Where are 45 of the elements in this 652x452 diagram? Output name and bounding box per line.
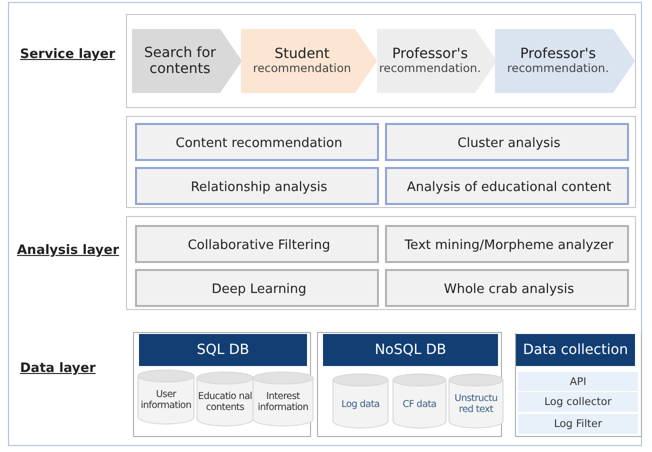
node-label: Analysis of educational content bbox=[406, 180, 612, 196]
layer-label: Data layer bbox=[20, 361, 96, 376]
node-label: API bbox=[568, 376, 588, 388]
database-header: Data collection bbox=[516, 334, 635, 366]
node-label: Unstructu red text bbox=[454, 394, 498, 416]
node-label: Text mining/Morpheme analyzer bbox=[404, 238, 614, 254]
node-label: Whole crab analysis bbox=[442, 282, 576, 298]
node-label: CF data bbox=[402, 400, 438, 410]
node-label: User information bbox=[140, 390, 192, 412]
layer-label: Analysis layer bbox=[17, 243, 120, 258]
database-group bbox=[133, 332, 311, 437]
step-title: Student bbox=[273, 46, 331, 62]
node-label: Log collector bbox=[543, 396, 613, 409]
function-box bbox=[385, 123, 629, 161]
layer-panel bbox=[126, 116, 636, 208]
function-box bbox=[135, 123, 379, 161]
technique-box bbox=[135, 269, 379, 307]
node-label: Interest information bbox=[256, 392, 310, 414]
node-label: Cluster analysis bbox=[456, 136, 562, 152]
layer-panel bbox=[126, 216, 636, 310]
technique-box bbox=[385, 225, 629, 263]
function-box bbox=[135, 167, 379, 205]
step-subtitle: recommendation. bbox=[506, 62, 610, 76]
node-label: Log Filter bbox=[552, 418, 604, 431]
layer-label: Service layer bbox=[20, 47, 116, 62]
node-label: Educatio nal contents bbox=[197, 392, 253, 414]
step-title: Professor's bbox=[519, 46, 597, 62]
step-subtitle: recommendation bbox=[252, 62, 352, 76]
step-subtitle: recommendation. bbox=[378, 62, 482, 76]
step-title: Professor's bbox=[391, 46, 469, 62]
database-header: SQL DB bbox=[139, 334, 307, 366]
step-title: Search for contents bbox=[143, 44, 217, 78]
node-label: Log data bbox=[340, 400, 381, 410]
technique-box bbox=[385, 269, 629, 307]
layer-panel bbox=[126, 14, 636, 108]
node-label: Content recommendation bbox=[174, 136, 344, 152]
node-label: Collaborative Filtering bbox=[186, 238, 332, 254]
database-header: NoSQL DB bbox=[323, 334, 498, 366]
function-box bbox=[385, 167, 629, 205]
technique-box bbox=[135, 225, 379, 263]
collection-item bbox=[518, 414, 638, 435]
data-collection-panel bbox=[515, 333, 642, 437]
node-label: Deep Learning bbox=[210, 282, 308, 298]
database-group bbox=[317, 332, 502, 437]
node-label: Relationship analysis bbox=[190, 180, 328, 196]
